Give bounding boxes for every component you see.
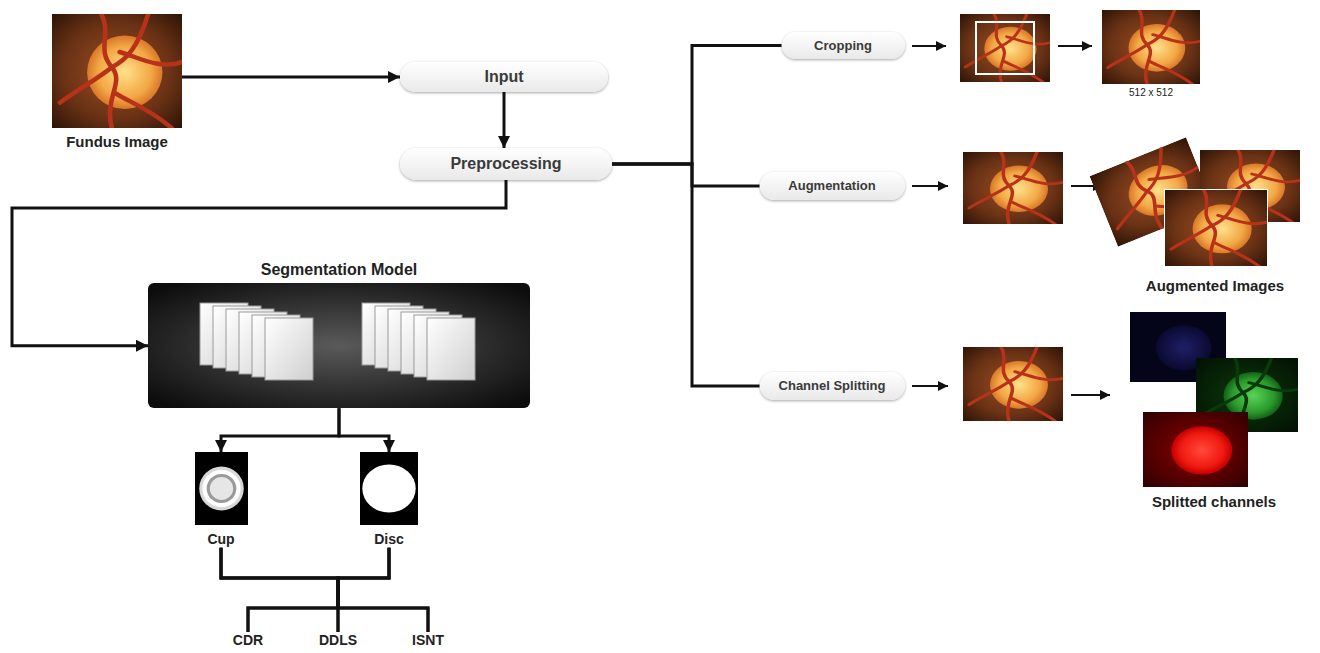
feature-map <box>427 318 475 380</box>
metric-label: CDR <box>231 632 266 649</box>
node-title: Disc <box>374 531 404 548</box>
step-arrow <box>912 385 948 387</box>
segmentation-model: Segmentation Model <box>148 260 530 408</box>
cropped-image <box>1102 10 1200 84</box>
fundus-thumbnail <box>960 14 1050 82</box>
feature-map <box>265 318 313 380</box>
crop-frame <box>976 22 1034 74</box>
step-name: Augmentation <box>788 178 875 194</box>
node-title: Fundus Image <box>66 133 168 151</box>
step-pill: Augmentation <box>760 172 905 200</box>
step-arrow <box>1071 394 1110 396</box>
node-title: Segmentation Model <box>261 260 417 279</box>
fundus-thumbnail <box>963 347 1063 421</box>
step-arrow <box>912 185 948 187</box>
flow-connector <box>612 46 782 165</box>
image-border <box>1164 189 1268 267</box>
step-arrow <box>1058 45 1092 47</box>
flow-connector <box>12 180 506 346</box>
fundus-photo <box>52 14 182 128</box>
image-area <box>52 14 182 128</box>
image-caption: Augmented Images <box>1146 277 1284 295</box>
node-title: CDR <box>233 632 263 649</box>
flow-connector <box>338 548 428 632</box>
model-area <box>148 283 530 408</box>
step-arrow <box>912 45 946 47</box>
flow-connector <box>221 548 338 632</box>
mask-image: Disc <box>360 452 418 548</box>
disc-mask <box>360 452 418 525</box>
fundus-thumbnail <box>963 152 1063 224</box>
image-area <box>360 452 418 525</box>
flow-connector <box>248 548 389 632</box>
flow-connector <box>221 548 338 632</box>
process-pill: Input <box>400 62 608 92</box>
flow-connector <box>182 76 400 79</box>
flow-connector <box>612 164 760 386</box>
model-box <box>148 283 530 408</box>
mask-image: Cup <box>195 452 248 548</box>
step-pill: Cropping <box>782 32 905 59</box>
node-title: ISNT <box>412 632 444 649</box>
image-caption: Splitted channels <box>1152 493 1276 511</box>
step-name: Input <box>484 67 523 86</box>
node-title: DDLS <box>319 632 357 649</box>
step-name: Preprocessing <box>450 154 561 173</box>
flow-connector <box>221 408 339 452</box>
flow-connector <box>612 164 760 186</box>
flow-connector <box>339 408 389 452</box>
metric-label: ISNT <box>410 632 446 649</box>
flow-connector <box>221 548 428 632</box>
step-name: Channel Splitting <box>779 378 886 394</box>
augmented-image <box>1165 190 1267 266</box>
segmentation-network <box>148 283 530 408</box>
fundus-image-node: Fundus Image <box>52 14 182 151</box>
image-caption: 512 x 512 <box>1129 87 1173 99</box>
step-pill: Channel Splitting <box>760 372 905 400</box>
flow-connector <box>338 548 389 632</box>
flow-connector <box>503 92 506 148</box>
red-channel <box>1143 412 1248 487</box>
process-pill: Preprocessing <box>400 148 612 180</box>
cup-mask <box>195 452 248 525</box>
step-name: Cropping <box>814 38 872 54</box>
node-title: Cup <box>207 531 234 548</box>
metric-label: DDLS <box>317 632 360 649</box>
image-area <box>195 452 248 525</box>
